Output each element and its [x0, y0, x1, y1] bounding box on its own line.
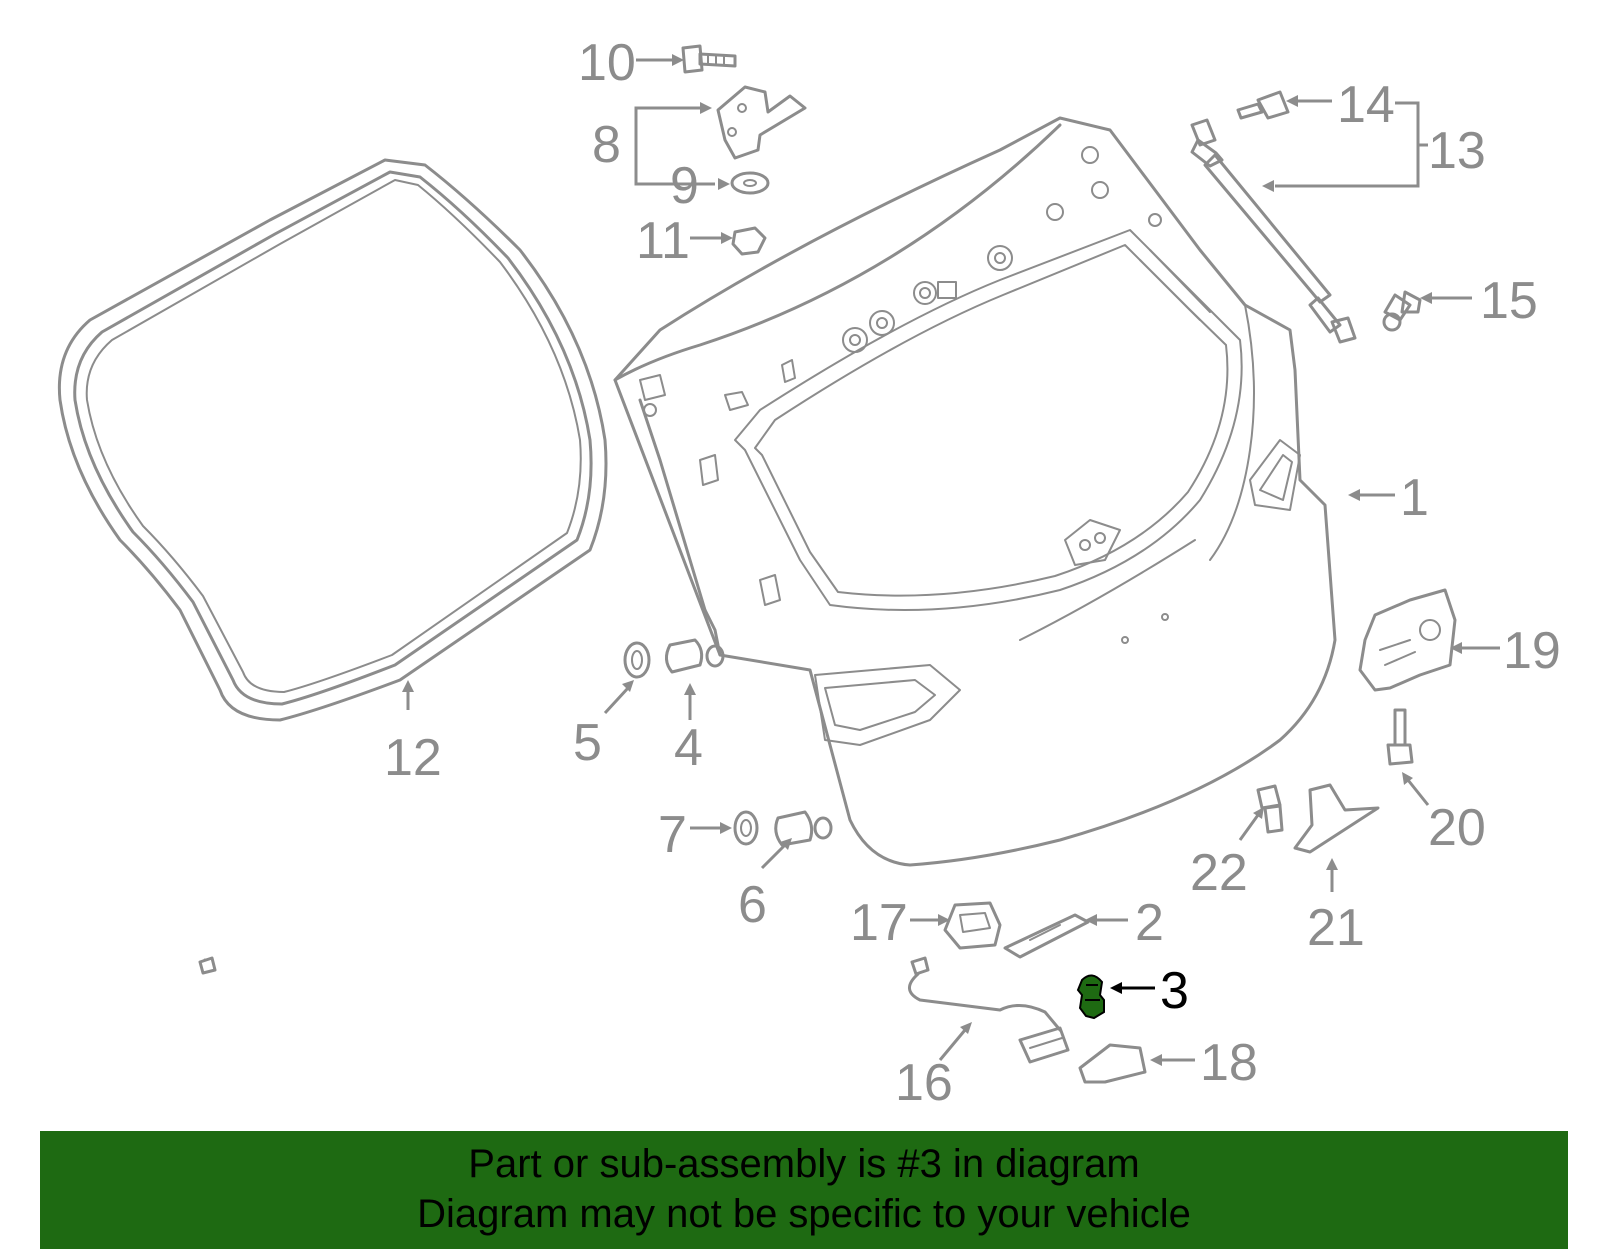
part-12-weatherstrip: [57, 158, 608, 722]
info-banner: Part or sub-assembly is #3 in diagram Di…: [40, 1131, 1568, 1249]
part-4-bumper: [665, 638, 725, 674]
part-10-bolt: [681, 44, 737, 74]
part-16-harness: [198, 956, 1070, 1064]
callout-12: 12: [384, 729, 442, 787]
callout-16: 16: [895, 1054, 953, 1112]
callout-labels: 10 8 9 11 14 13 15 1 12 5 4 7 6 19 20 22…: [384, 34, 1561, 1112]
callout-20: 20: [1428, 799, 1486, 857]
part-19-latch: [1358, 588, 1457, 692]
callout-19: 19: [1503, 622, 1561, 680]
callout-17: 17: [850, 894, 908, 952]
callout-21: 21: [1307, 899, 1365, 957]
callout-6: 6: [738, 876, 767, 934]
callout-3[interactable]: 3: [1160, 962, 1189, 1020]
part-6-bumper: [774, 810, 833, 847]
banner-line-1: Part or sub-assembly is #3 in diagram: [468, 1142, 1140, 1186]
part-3-clip[interactable]: [1076, 974, 1105, 1020]
callout-22: 22: [1190, 844, 1248, 902]
callout-13: 13: [1428, 122, 1486, 180]
callout-10: 10: [578, 34, 636, 92]
parts-diagram: 10 8 9 11 14 13 15 1 12 5 4 7 6 19 20 22…: [57, 34, 1561, 1112]
banner-line-2: Diagram may not be specific to your vehi…: [417, 1192, 1191, 1236]
part-22-bolt: [1256, 784, 1284, 834]
part-1-liftgate: [613, 116, 1337, 867]
part-7-grommet: [733, 810, 759, 846]
part-18-cover: [1078, 1043, 1147, 1084]
callout-7: 7: [658, 806, 687, 864]
callout-2: 2: [1135, 894, 1164, 952]
callout-9: 9: [670, 157, 699, 215]
leader-lines: [402, 54, 1500, 1066]
callout-15: 15: [1480, 272, 1538, 330]
callout-1: 1: [1400, 469, 1429, 527]
part-13-gas-strut: [1190, 118, 1357, 344]
part-2-gasket: [1003, 913, 1090, 959]
part-5-grommet: [623, 641, 651, 679]
part-21-striker: [1293, 783, 1380, 854]
part-20-bolt: [1386, 708, 1414, 766]
callout-8: 8: [592, 116, 621, 174]
part-17-license-lamp: [943, 901, 1002, 950]
part-8-hinge: [716, 85, 807, 160]
part-11-nut: [731, 226, 767, 256]
callout-5: 5: [573, 714, 602, 772]
callout-14: 14: [1337, 76, 1395, 134]
part-14-bolt: [1236, 90, 1290, 120]
part-9-washer: [730, 171, 770, 195]
callout-18: 18: [1200, 1034, 1258, 1092]
callout-4: 4: [674, 719, 703, 777]
callout-11: 11: [636, 212, 690, 270]
part-15-ball-stud: [1382, 290, 1422, 332]
